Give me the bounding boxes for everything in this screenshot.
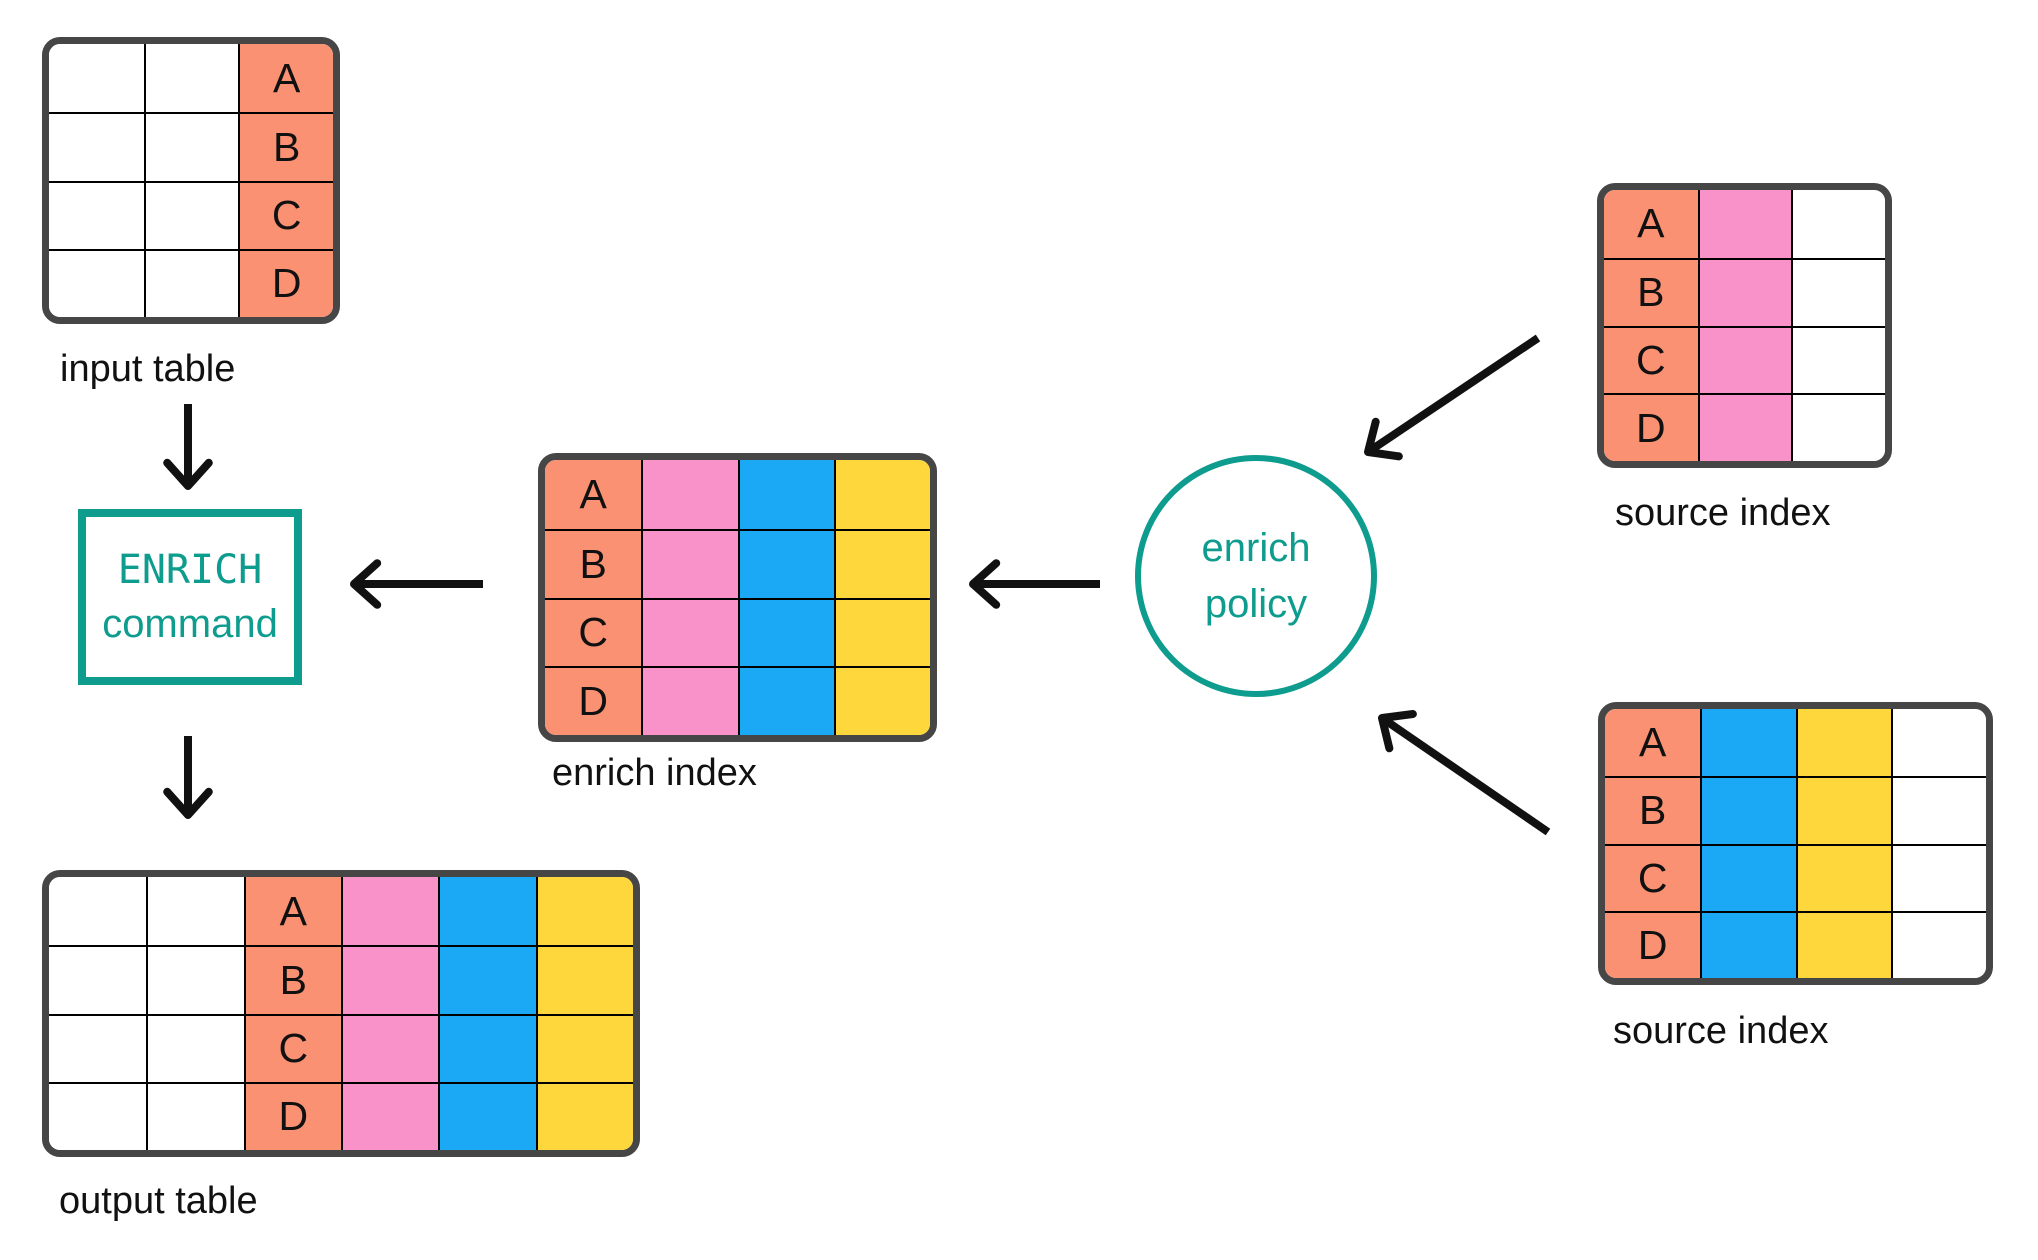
table-cell (1791, 257, 1885, 326)
table-cell (49, 44, 144, 113)
table-cell: A (1605, 709, 1701, 777)
table-cell (1791, 190, 1885, 258)
table-cell (49, 112, 144, 181)
table-cell: D (238, 248, 333, 317)
table-cell (641, 460, 738, 529)
table-cell (641, 666, 738, 735)
table-cell (737, 460, 834, 529)
table-cell: A (1604, 190, 1698, 258)
table-cell (1791, 325, 1885, 394)
table-cell: B (238, 112, 333, 181)
table-cell (49, 945, 147, 1014)
table-cell (641, 597, 738, 667)
enrich-policy-line1: enrich (1201, 526, 1311, 570)
enrich-command-word: command (102, 602, 278, 646)
table-cell (146, 1013, 244, 1082)
table-cell (341, 877, 439, 946)
table-cell (1791, 393, 1885, 461)
table-cell: C (243, 1013, 341, 1082)
table-cell (49, 1013, 147, 1082)
table-cell: D (1604, 393, 1698, 461)
table-cell (535, 1013, 633, 1082)
table-cell (49, 1081, 147, 1150)
table-cell (1697, 393, 1792, 461)
table-cell (737, 597, 834, 667)
table-cell (49, 248, 144, 317)
table-cell (737, 666, 834, 735)
enrich-policy-line2: policy (1204, 582, 1308, 626)
table-cell (1890, 843, 1986, 911)
table-cell (438, 945, 536, 1014)
table-cell: D (1605, 910, 1701, 978)
table-cell (833, 666, 930, 735)
table-cell (833, 460, 930, 529)
table-cell: B (1604, 257, 1698, 326)
table-cell (1890, 709, 1986, 777)
table-cell: D (243, 1081, 341, 1150)
table-cell: A (545, 460, 642, 529)
table-cell: D (545, 666, 642, 735)
table-cell: C (238, 180, 333, 249)
table-cell: A (243, 877, 341, 946)
table-cell (143, 248, 239, 317)
table-cell (641, 528, 738, 598)
table-cell (438, 877, 536, 946)
table-cell (535, 877, 633, 946)
table-cell (1700, 843, 1796, 911)
table-cell (438, 1013, 536, 1082)
enrich-index-label: enrich index (552, 752, 757, 794)
table-cell (535, 1081, 633, 1150)
input-table-label: input table (60, 348, 236, 390)
table-cell (1795, 776, 1891, 844)
table-cell (1890, 776, 1986, 844)
table-cell (341, 1081, 439, 1150)
table-cell (1795, 709, 1891, 777)
table-cell: C (545, 597, 642, 667)
table-cell: C (1605, 843, 1701, 911)
table-cell (1697, 190, 1792, 258)
table-cell (1795, 910, 1891, 978)
table-cell: B (545, 528, 642, 598)
source-index-top-label: source index (1615, 492, 1831, 534)
table-cell (146, 1081, 244, 1150)
table-cell (1700, 910, 1796, 978)
table-cell (535, 945, 633, 1014)
table-cell (1697, 325, 1792, 394)
table-cell (146, 945, 244, 1014)
table-cell: B (243, 945, 341, 1014)
arrow-source-bottom-to-policy (1377, 709, 1551, 836)
table-cell (1890, 910, 1986, 978)
table-cell: A (238, 44, 333, 113)
table-cell (438, 1081, 536, 1150)
table-cell (49, 877, 147, 946)
table-cell (1700, 709, 1796, 777)
enrich-command-keyword: ENRICH (117, 547, 263, 593)
table-cell (143, 44, 239, 113)
table-cell: B (1605, 776, 1701, 844)
table-cell (1697, 257, 1792, 326)
table-cell (1700, 776, 1796, 844)
table-cell (833, 597, 930, 667)
table-cell (341, 945, 439, 1014)
source-index-bottom-label: source index (1613, 1010, 1829, 1052)
enrich-policy-circle: enrich policy (1135, 455, 1377, 697)
table-cell (341, 1013, 439, 1082)
table-cell (737, 528, 834, 598)
table-cell (143, 180, 239, 249)
output-table-label: output table (59, 1180, 258, 1222)
table-cell (49, 180, 144, 249)
arrow-source-top-to-policy (1363, 334, 1541, 461)
enrich-command-box: ENRICH command (78, 509, 302, 685)
table-cell (143, 112, 239, 181)
table-cell: C (1604, 325, 1698, 394)
table-cell (833, 528, 930, 598)
table-cell (146, 877, 244, 946)
table-cell (1795, 843, 1891, 911)
